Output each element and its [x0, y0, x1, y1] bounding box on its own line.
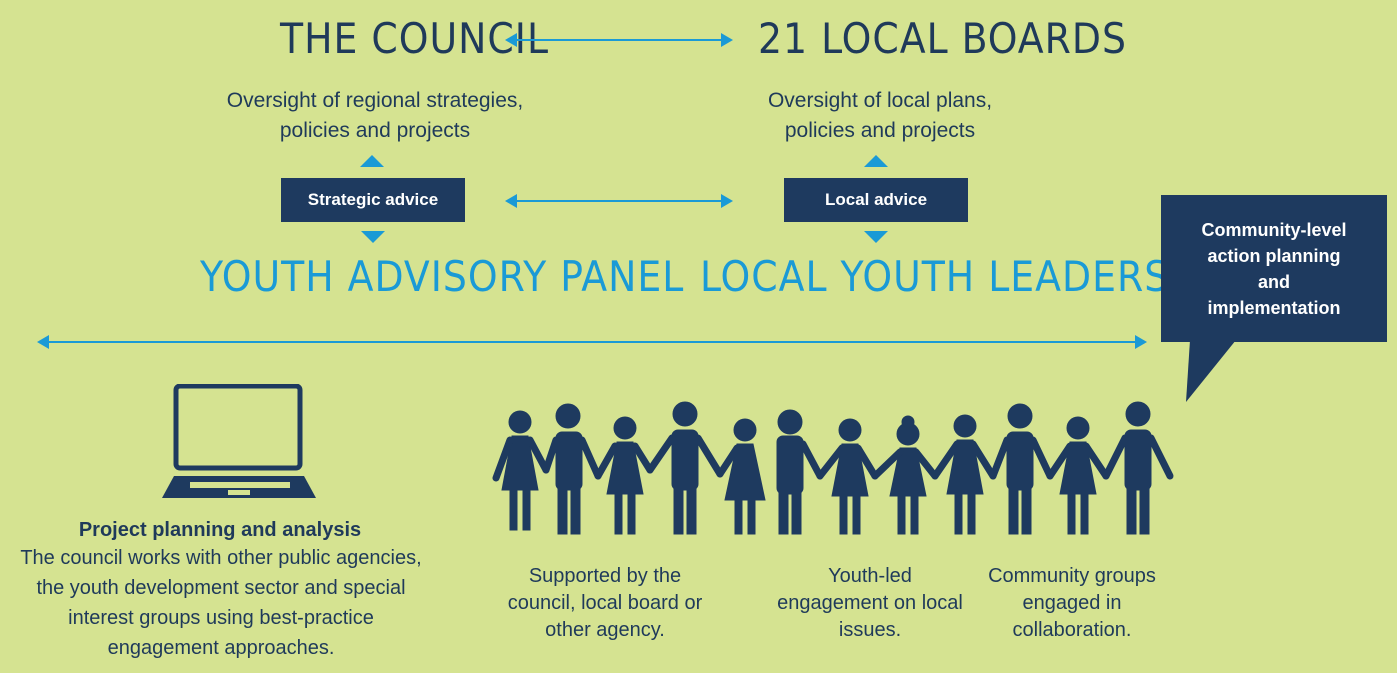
- local-advice-box: Local advice: [784, 178, 968, 222]
- council-title: THE COUNCIL: [280, 14, 549, 63]
- triangle-icon: [361, 231, 385, 243]
- boards-description: Oversight of local plans, policies and p…: [767, 89, 993, 142]
- callout-box: Community-level action planning and impl…: [1161, 195, 1387, 342]
- caption-community: Community groups engaged in collaboratio…: [988, 565, 1156, 641]
- double-arrow-icon: [505, 194, 733, 208]
- triangle-icon: [864, 155, 888, 167]
- caption-youth-led: Youth-led engagement on local issues.: [777, 565, 963, 641]
- triangle-icon: [360, 155, 384, 167]
- triangle-icon: [864, 231, 888, 243]
- council-description: Oversight of regional strategies, polici…: [226, 89, 524, 142]
- project-planning-body: The council works with other public agen…: [20, 547, 422, 659]
- local-youth-leadership-title: LOCAL YOUTH LEADERSHIP: [700, 252, 1235, 301]
- callout-tail: [1186, 340, 1236, 402]
- strategic-advice-box: Strategic advice: [281, 178, 465, 222]
- double-arrow-icon: [37, 335, 1147, 349]
- laptop-icon: [162, 384, 316, 498]
- callout-text: Community-level action planning and impl…: [1201, 219, 1347, 318]
- project-planning-heading: Project planning and analysis: [78, 519, 362, 541]
- youth-advisory-panel-title: YOUTH ADVISORY PANEL: [200, 252, 685, 301]
- caption-supported: Supported by the council, local board or…: [507, 565, 703, 641]
- double-arrow-icon: [505, 33, 733, 47]
- local-boards-title: 21 LOCAL BOARDS: [758, 14, 1127, 63]
- people-icon: [492, 401, 1174, 535]
